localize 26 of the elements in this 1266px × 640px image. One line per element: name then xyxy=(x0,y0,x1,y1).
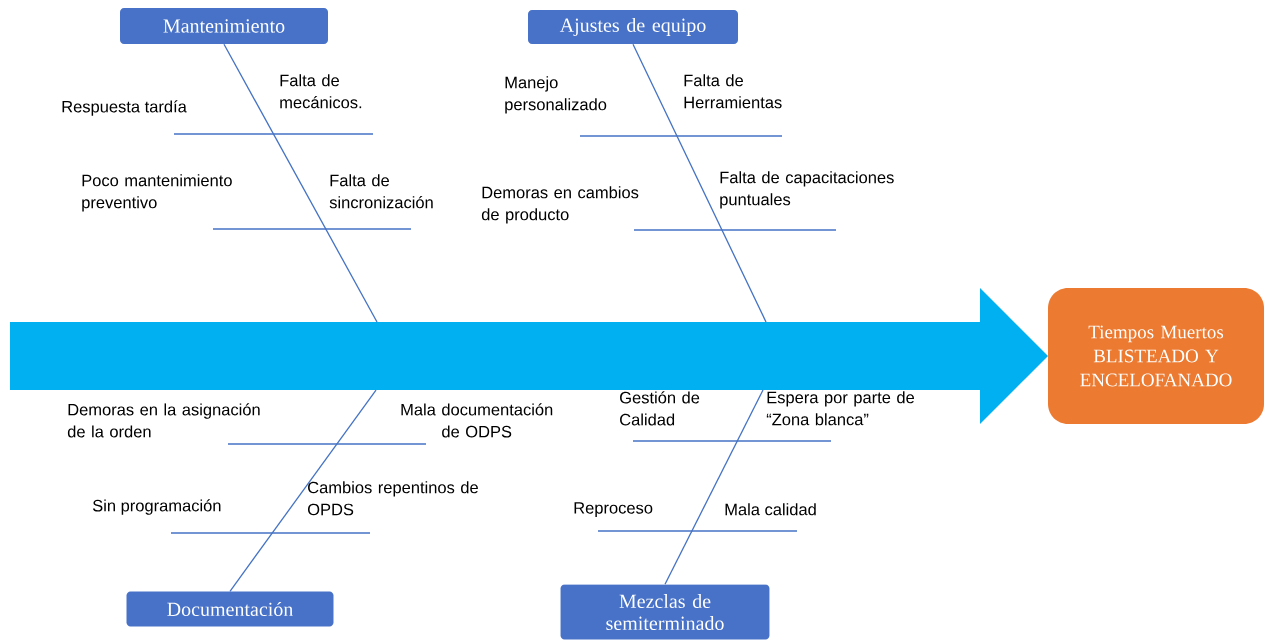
spine-arrow xyxy=(10,288,1048,424)
category-box: Mezclas de semiterminado xyxy=(560,584,770,640)
bone-line xyxy=(223,43,378,323)
category-box: Documentación xyxy=(126,591,334,627)
effect-box: Tiempos Muertos BLISTEADO Y ENCELOFANADO xyxy=(1048,288,1264,424)
cause-label: Espera por parte de “Zona blanca” xyxy=(766,391,914,426)
cause-label: Demoras en cambios de producto xyxy=(481,186,639,224)
category-box: Ajustes de equipo xyxy=(528,10,738,44)
cause-label: Respuesta tardía xyxy=(62,100,187,116)
cause-label: Poco mantenimiento preventivo xyxy=(82,174,232,212)
bone-line xyxy=(229,389,377,592)
cause-label: Cambios repentinos de OPDS xyxy=(308,481,478,516)
cause-label: Falta de mecánicos. xyxy=(280,74,362,109)
cause-label: Mala calidad xyxy=(725,503,816,516)
category-box: Mantenimiento xyxy=(120,8,328,44)
cause-label: Demoras en la asignación de la orden xyxy=(67,403,260,438)
cause-label: Sin programación xyxy=(92,499,221,515)
cause-label: Falta de Herramientas xyxy=(684,74,782,109)
cause-label: Manejo personalizado xyxy=(505,76,607,114)
cause-label: Falta de capacitaciones puntuales xyxy=(720,171,894,209)
cause-label: Falta de sincronización xyxy=(329,174,433,209)
bone-line xyxy=(664,389,764,585)
cause-label: Gestión de Calidad xyxy=(620,391,700,426)
bone-line xyxy=(632,43,767,323)
cause-label: Reproceso xyxy=(574,502,653,517)
cause-label: Mala documentación de ODPS xyxy=(401,403,553,438)
